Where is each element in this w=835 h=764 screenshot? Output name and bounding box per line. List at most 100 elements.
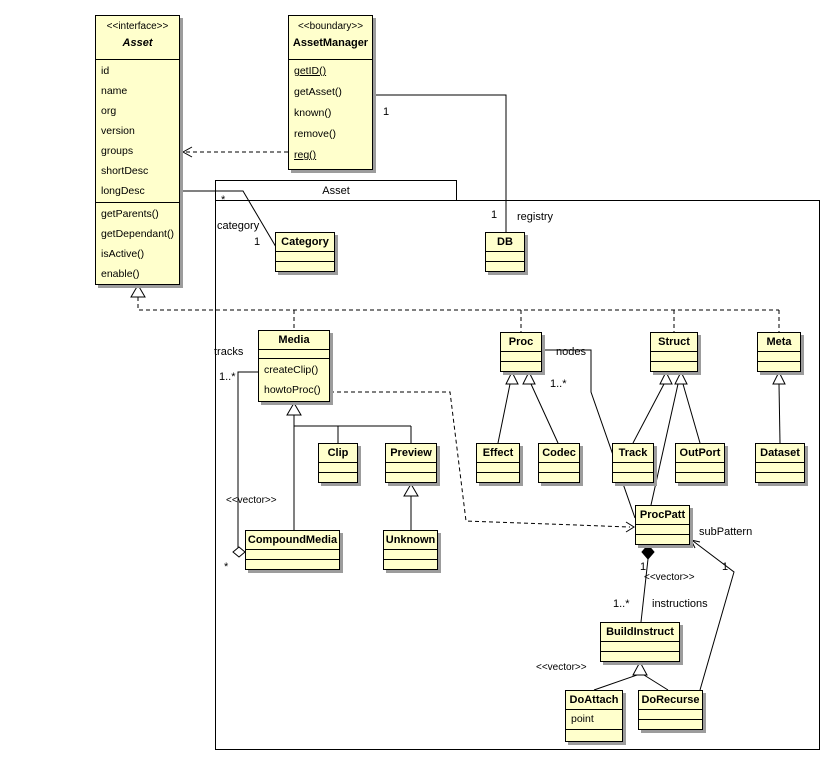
attributes-compartment (319, 463, 357, 473)
class-name: Proc (501, 333, 541, 352)
method: enable() (101, 268, 140, 280)
methods-compartment (758, 362, 800, 371)
label-tracks-mult: 1..* (219, 371, 236, 383)
attributes-compartment (384, 550, 437, 560)
label-category-mult: 1 (254, 236, 261, 248)
methods-compartment: getParents() getDependant() isActive() e… (96, 203, 179, 284)
attributes-compartment: point (566, 710, 622, 730)
methods-compartment (276, 262, 334, 271)
label-tracks-role: tracks (214, 346, 244, 358)
label-tracks-mult-compound: * (224, 561, 229, 573)
attributes-compartment (386, 463, 436, 473)
class-procpatt[interactable]: ProcPatt (635, 505, 690, 545)
class-unknown[interactable]: Unknown (383, 530, 438, 570)
class-name: DoRecurse (639, 691, 702, 710)
stereotype-label: <<boundary>> (297, 21, 364, 32)
class-effect[interactable]: Effect (476, 443, 520, 483)
attribute: id (101, 65, 110, 77)
method: createClip() (264, 364, 319, 376)
methods-compartment (386, 473, 436, 482)
class-dorecurse[interactable]: DoRecurse (638, 690, 703, 730)
label-doattach-vector-stereotype: <<vector>> (536, 662, 587, 673)
class-asset-interface[interactable]: <<interface>> Asset id name org version … (95, 15, 180, 285)
method: known() (294, 107, 332, 119)
method: getAsset() (294, 86, 342, 98)
class-codec[interactable]: Codec (538, 443, 580, 483)
method: remove() (294, 128, 337, 140)
attribute: point (571, 713, 594, 725)
label-nodes-mult: 1..* (550, 378, 567, 390)
label-nodes-role: nodes (556, 346, 586, 358)
class-proc[interactable]: Proc (500, 332, 542, 372)
class-name: CompoundMedia (246, 531, 339, 550)
class-name: Media (259, 331, 329, 350)
class-name: Category (276, 233, 334, 252)
class-name: Struct (651, 333, 697, 352)
attributes-compartment (758, 352, 800, 362)
attribute: org (101, 105, 117, 117)
class-compound-media[interactable]: CompoundMedia (245, 530, 340, 570)
methods-compartment (636, 535, 689, 544)
method: howtoProc() (264, 384, 321, 396)
class-name: Track (613, 444, 653, 463)
class-meta[interactable]: Meta (757, 332, 801, 372)
dependency-arrowhead (181, 146, 193, 158)
method: isActive() (101, 248, 145, 260)
attributes-compartment (259, 350, 329, 359)
methods-compartment (676, 473, 724, 482)
methods-compartment (501, 362, 541, 371)
methods-compartment (601, 652, 679, 661)
class-name: DB (486, 233, 524, 252)
class-outport[interactable]: OutPort (675, 443, 725, 483)
label-instructions-role: instructions (652, 598, 708, 610)
label-registry-role: registry (517, 211, 554, 223)
class-doattach[interactable]: DoAttach point (565, 690, 623, 742)
attributes-compartment (539, 463, 579, 473)
attributes-compartment (601, 642, 679, 652)
attribute: name (101, 85, 128, 97)
methods-compartment (651, 362, 697, 371)
class-name: Meta (758, 333, 800, 352)
class-category[interactable]: Category (275, 232, 335, 272)
label-subpattern-mult: 1 (722, 561, 729, 573)
methods-compartment (384, 560, 437, 569)
class-name: Preview (386, 444, 436, 463)
class-name: OutPort (676, 444, 724, 463)
class-track[interactable]: Track (612, 443, 654, 483)
class-media[interactable]: Media createClip() howtoProc() (258, 330, 330, 402)
attributes-compartment (651, 352, 697, 362)
label-tracks-vector-stereotype: <<vector>> (226, 495, 277, 506)
methods-compartment (486, 262, 524, 271)
attributes-compartment (501, 352, 541, 362)
methods-compartment (477, 473, 519, 482)
class-name: Clip (319, 444, 357, 463)
method: getParents() (101, 208, 159, 220)
class-name: ProcPatt (636, 506, 689, 525)
class-db[interactable]: DB (485, 232, 525, 272)
attribute: groups (101, 145, 134, 157)
methods-compartment (539, 473, 579, 482)
package-tab[interactable]: Asset (215, 180, 457, 201)
attributes-compartment: id name org version groups shortDesc lon… (96, 60, 179, 203)
package-label: Asset (322, 184, 350, 197)
attributes-compartment (636, 525, 689, 535)
class-name: BuildInstruct (601, 623, 679, 642)
class-name: Dataset (756, 444, 804, 463)
methods-compartment (566, 730, 622, 741)
label-registry-mult-manager: 1 (383, 106, 390, 118)
method: getDependant() (101, 228, 174, 240)
class-struct[interactable]: Struct (650, 332, 698, 372)
attributes-compartment (613, 463, 653, 473)
class-asset-manager[interactable]: <<boundary>> AssetManager getID() getAss… (288, 15, 373, 170)
realization-triangle-asset (130, 284, 146, 298)
class-dataset[interactable]: Dataset (755, 443, 805, 483)
methods-compartment (613, 473, 653, 482)
class-preview[interactable]: Preview (385, 443, 437, 483)
class-buildinstruct[interactable]: BuildInstruct (600, 622, 680, 662)
methods-compartment (246, 560, 339, 569)
label-registry-mult-db: 1 (491, 209, 498, 221)
attributes-compartment (486, 252, 524, 262)
label-category-role: category (217, 220, 260, 232)
method: getID() (294, 65, 327, 77)
class-clip[interactable]: Clip (318, 443, 358, 483)
